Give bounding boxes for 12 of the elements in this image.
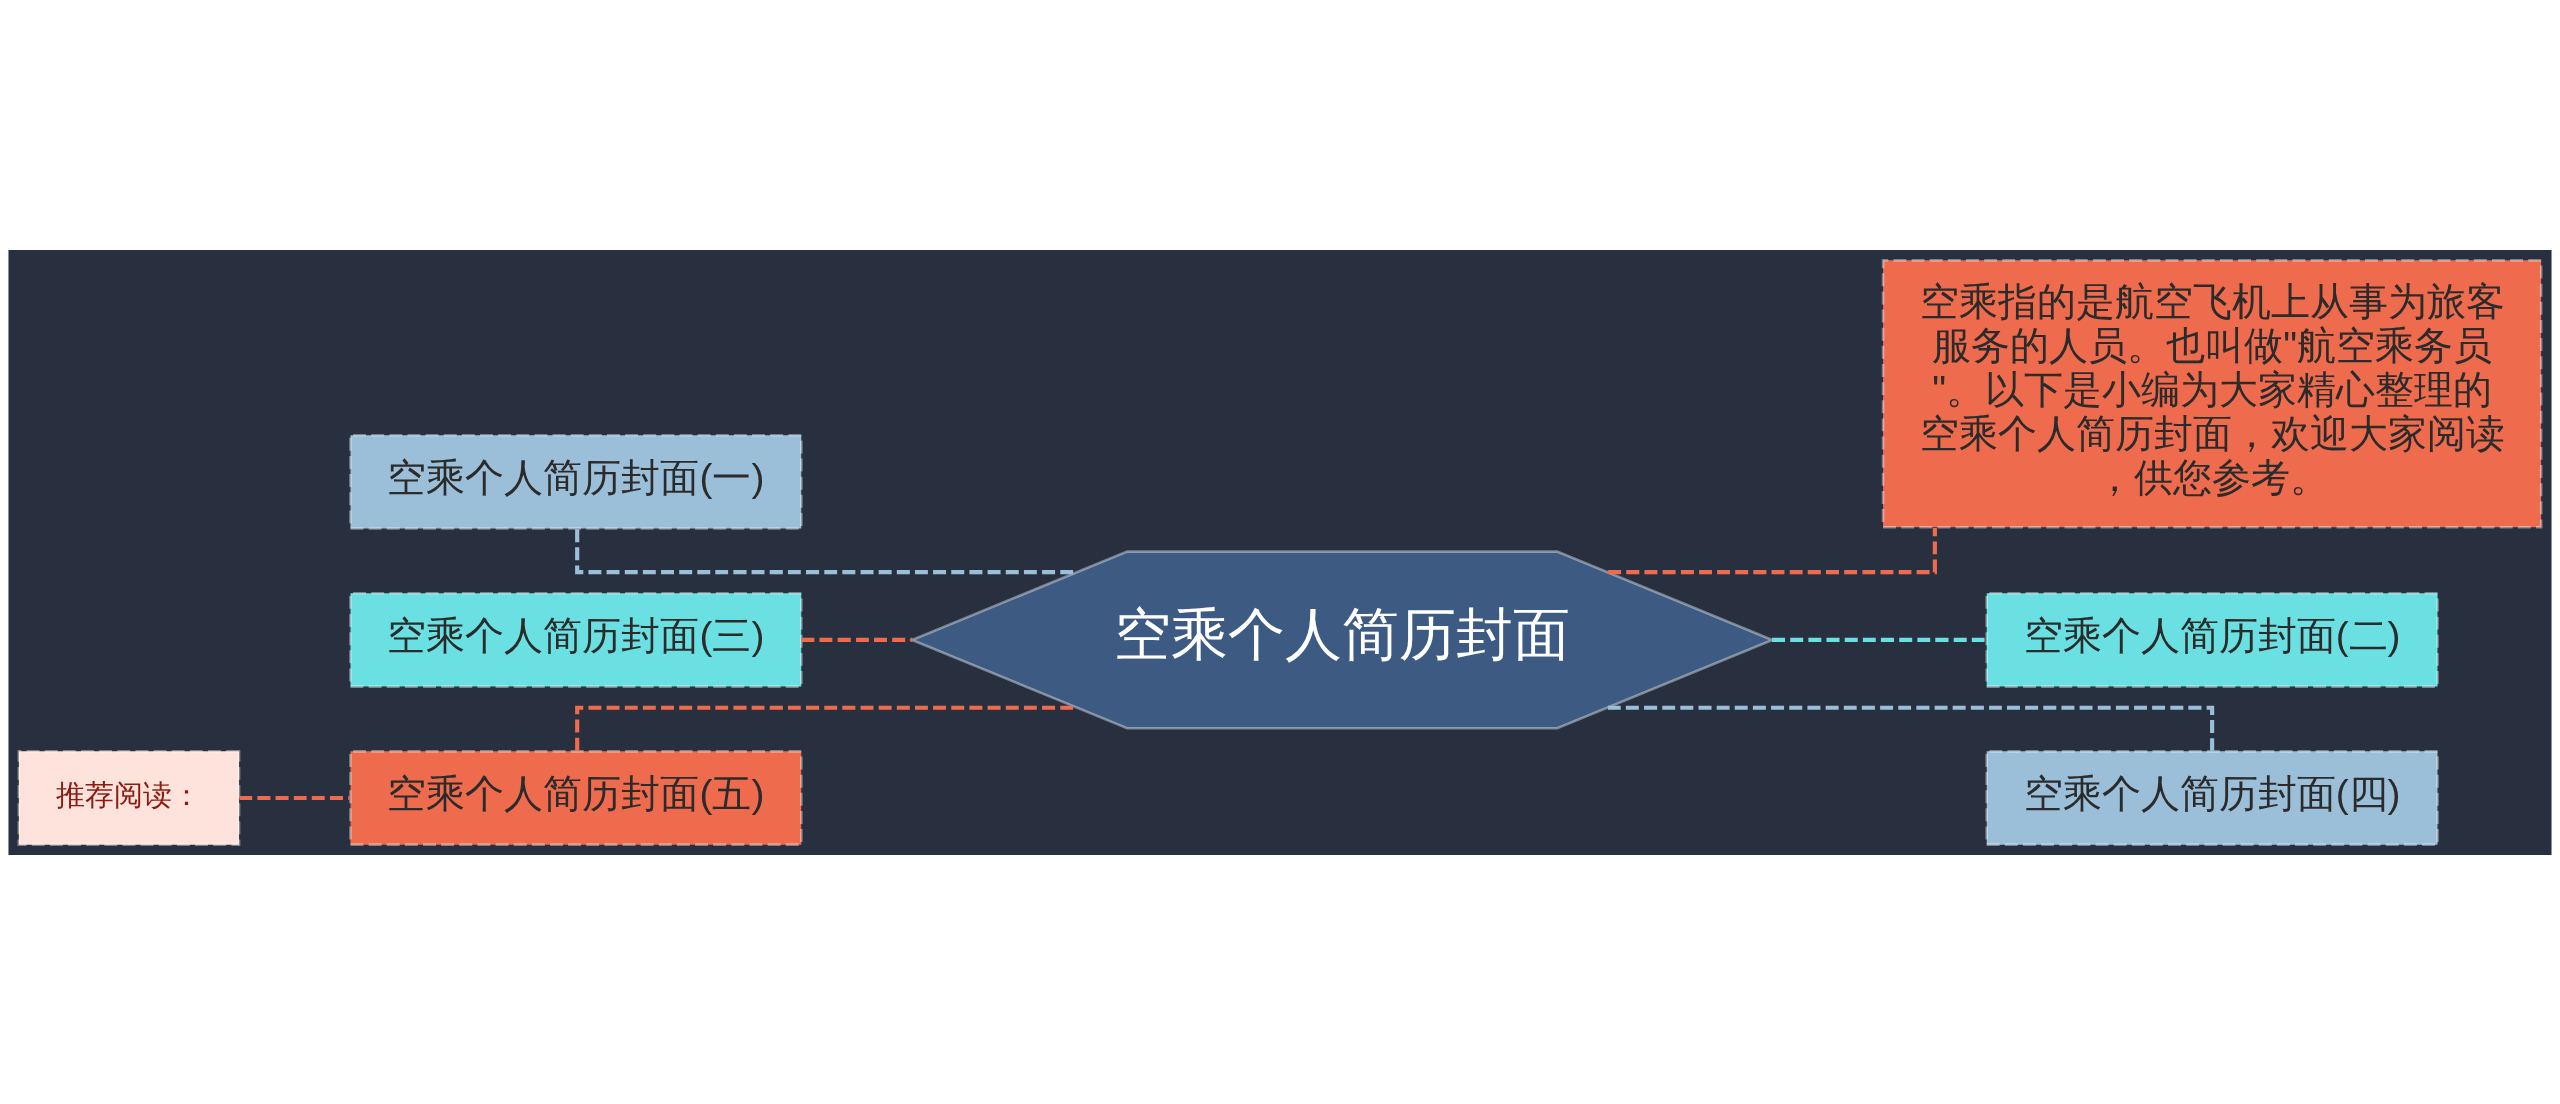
connector [1607,705,2215,751]
node-box: 空乘个人简历封面(五) [349,749,803,846]
connector [239,795,350,800]
node-box: 空乘个人简历封面(三) [349,591,803,688]
node-box: 推荐阅读： [17,749,241,846]
node-box: 空乘指的是航空飞机上从事为旅客服务的人员。也叫做"航空乘务员"。以下是小编为大家精心整理的空乘个人简历封面，欢迎大家阅读，供您参考。 [1881,258,2543,529]
connector [1772,637,1987,642]
connector [1608,527,1937,574]
connector [801,637,913,642]
node-box: 空乘个人简历封面(二) [1985,591,2439,688]
node-box: 空乘个人简历封面(四) [1985,749,2439,846]
node-box: 空乘个人简历封面(一) [349,433,803,530]
